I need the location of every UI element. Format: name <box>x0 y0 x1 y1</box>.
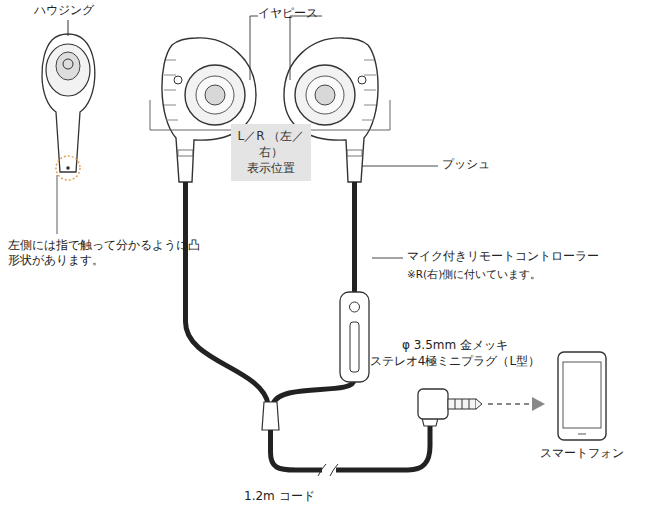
plug-spec: φ 3.5mm 金メッキ ステレオ4極ミニプラグ（L型） <box>355 338 555 369</box>
note-text: 左側には指で触って分かるように凸形状があります。 <box>8 238 200 268</box>
part-name: ハウジング <box>34 3 94 19</box>
part-name: スマートフォン <box>540 446 624 462</box>
cord-length: 1.2m コード <box>244 489 315 505</box>
position-box: L／R （左／右） 表示位置 <box>231 124 311 181</box>
part-name: マイク付きリモートコントローラー <box>407 249 599 265</box>
part-name: イヤピース <box>258 6 318 22</box>
box-text: L／R （左／右） 表示位置 <box>236 128 306 177</box>
part-name: プッシュ <box>442 157 490 173</box>
note-text: ※R(右)側に付いています。 <box>407 268 541 282</box>
